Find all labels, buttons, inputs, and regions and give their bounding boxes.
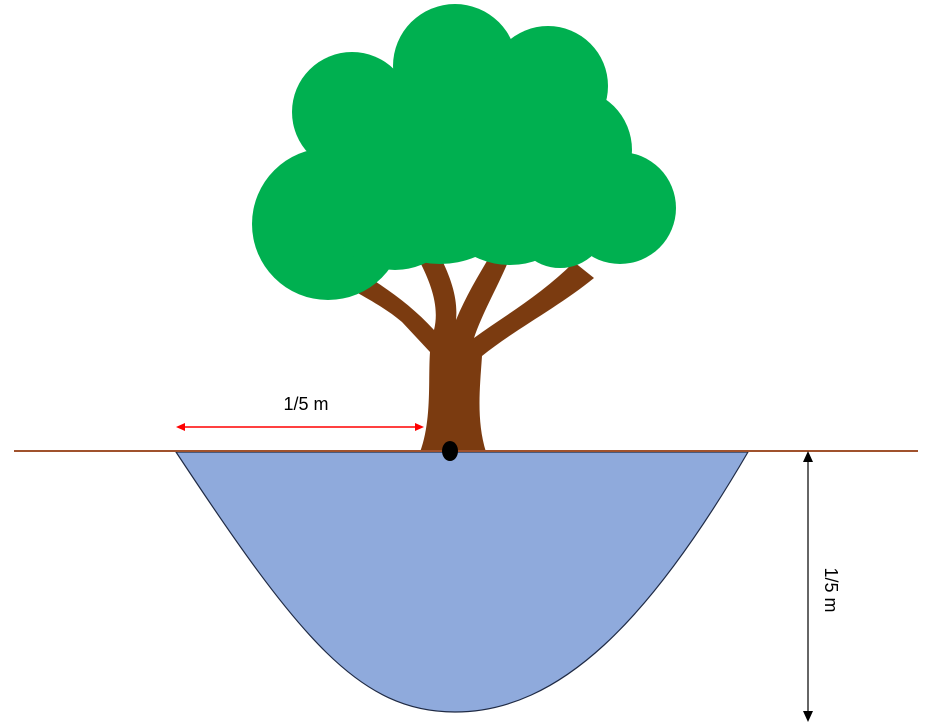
water-basin: [174, 451, 750, 713]
tree-foliage: [252, 4, 676, 300]
tree-base-point: [442, 441, 458, 461]
horizontal-dimension-label: 1/5 m: [283, 394, 328, 414]
tree-trunk: [356, 256, 594, 452]
vertical-dimension-label: 1/5 m: [821, 567, 841, 612]
